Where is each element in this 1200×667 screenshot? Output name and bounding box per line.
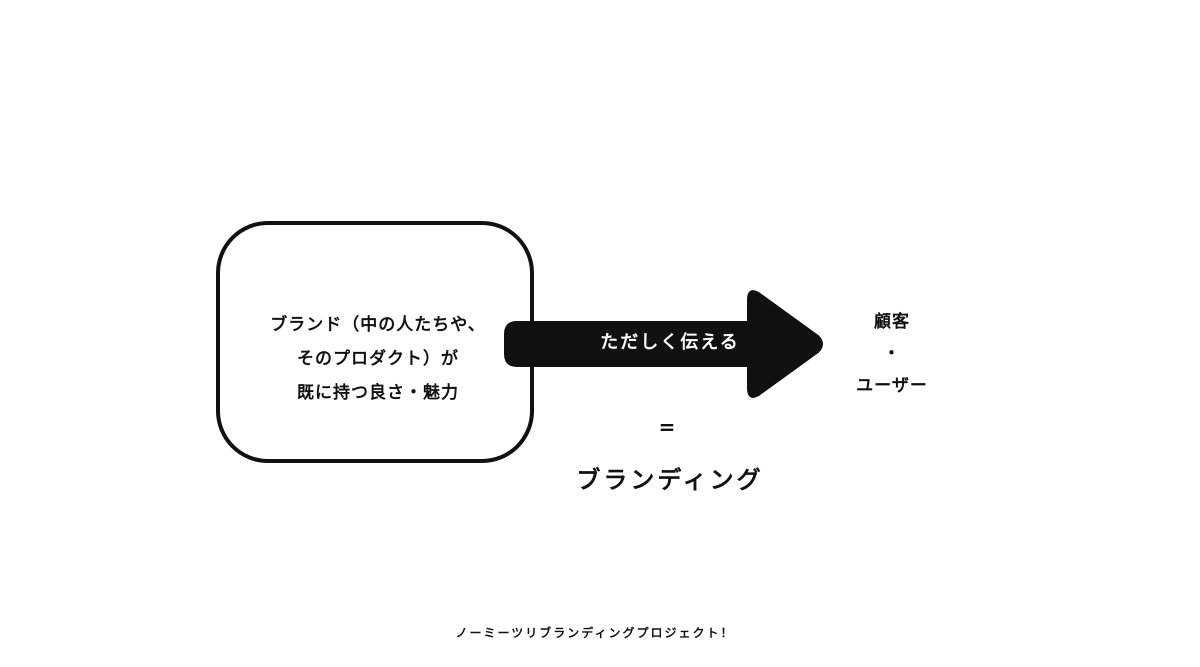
customer-label-line: 顧客 (874, 312, 910, 332)
arrow-label: ただしく伝える (600, 332, 740, 353)
customer-user-label: 顧客 ・ ユーザー (830, 306, 954, 402)
customer-label-line: ユーザー (856, 376, 928, 396)
footer-project-title: ノーミーツリブランディングプロジェクト！ (455, 626, 735, 640)
equals-sign: = (658, 415, 676, 439)
brand-box (216, 221, 534, 463)
brand-description-line: そのプロダクト）が (297, 349, 459, 369)
brand-description-line: 既に持つ良さ・魅力 (297, 383, 459, 403)
branding-label: ブランディング (576, 466, 764, 494)
brand-description-line: ブランド（中の人たちや、 (270, 315, 486, 335)
brand-description: ブランド（中の人たちや、 そのプロダクト）が 既に持つ良さ・魅力 (240, 308, 516, 410)
customer-label-separator: ・ (883, 344, 901, 364)
